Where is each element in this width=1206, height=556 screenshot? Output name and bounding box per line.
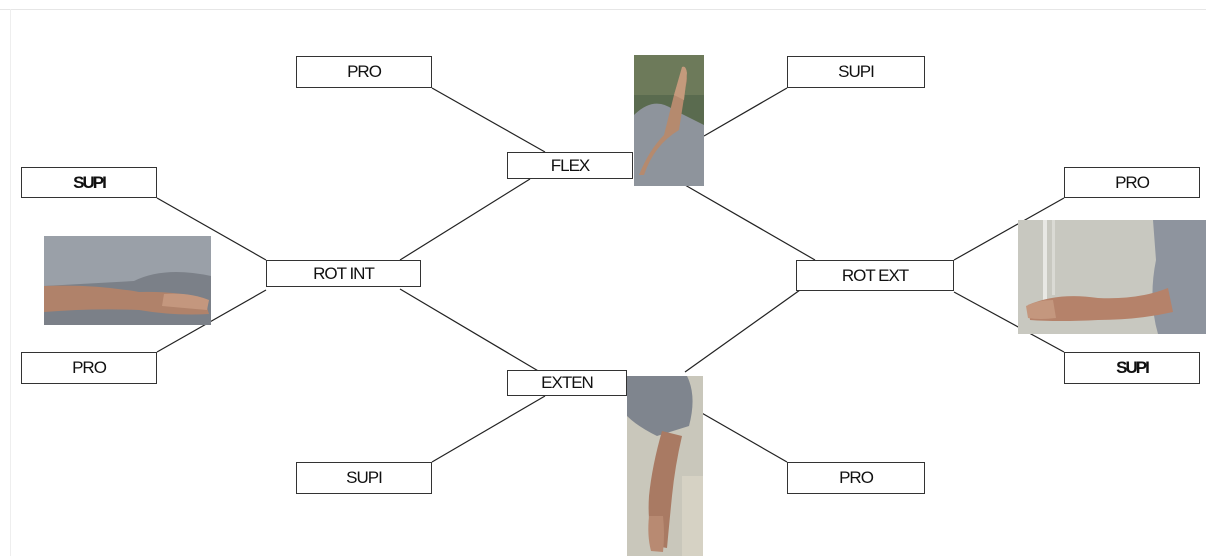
line-rotext-supi: [953, 291, 1065, 353]
leaf-exten-supi: SUPI: [296, 462, 432, 494]
photo-flex-arm: [634, 55, 704, 186]
node-exten: EXTEN: [507, 370, 627, 396]
line-rotext-exten: [684, 289, 801, 373]
left-border: [10, 9, 11, 556]
line-flex-supi: [703, 87, 788, 137]
line-rotint-pro: [156, 289, 267, 353]
leaf-flex-supi: SUPI: [787, 56, 925, 88]
leaf-rot-int-supi: SUPI: [21, 167, 157, 198]
node-rot-int: ROT INT: [266, 260, 421, 287]
leaf-rot-int-pro: PRO: [21, 352, 157, 384]
line-rotint-exten: [399, 288, 541, 373]
node-flex: FLEX: [507, 152, 633, 179]
photo-rot-ext-arm: [1018, 220, 1206, 334]
line-flex-rotext: [684, 184, 816, 261]
photo-rot-int-arm: [44, 236, 211, 325]
line-rotext-pro: [953, 197, 1065, 261]
node-rot-ext: ROT EXT: [796, 260, 954, 291]
leaf-exten-pro: PRO: [787, 462, 925, 494]
line-exten-supi: [431, 395, 546, 463]
line-exten-pro: [699, 411, 788, 463]
leaf-rot-ext-pro: PRO: [1064, 167, 1200, 198]
leaf-rot-ext-supi: SUPI: [1064, 352, 1200, 384]
leaf-flex-pro: PRO: [296, 56, 432, 88]
photo-exten-arm: [627, 376, 703, 556]
line-flex-pro: [431, 87, 546, 153]
top-border: [0, 9, 1206, 10]
line-flex-rotint: [399, 178, 531, 261]
line-rotint-supi: [156, 197, 267, 261]
